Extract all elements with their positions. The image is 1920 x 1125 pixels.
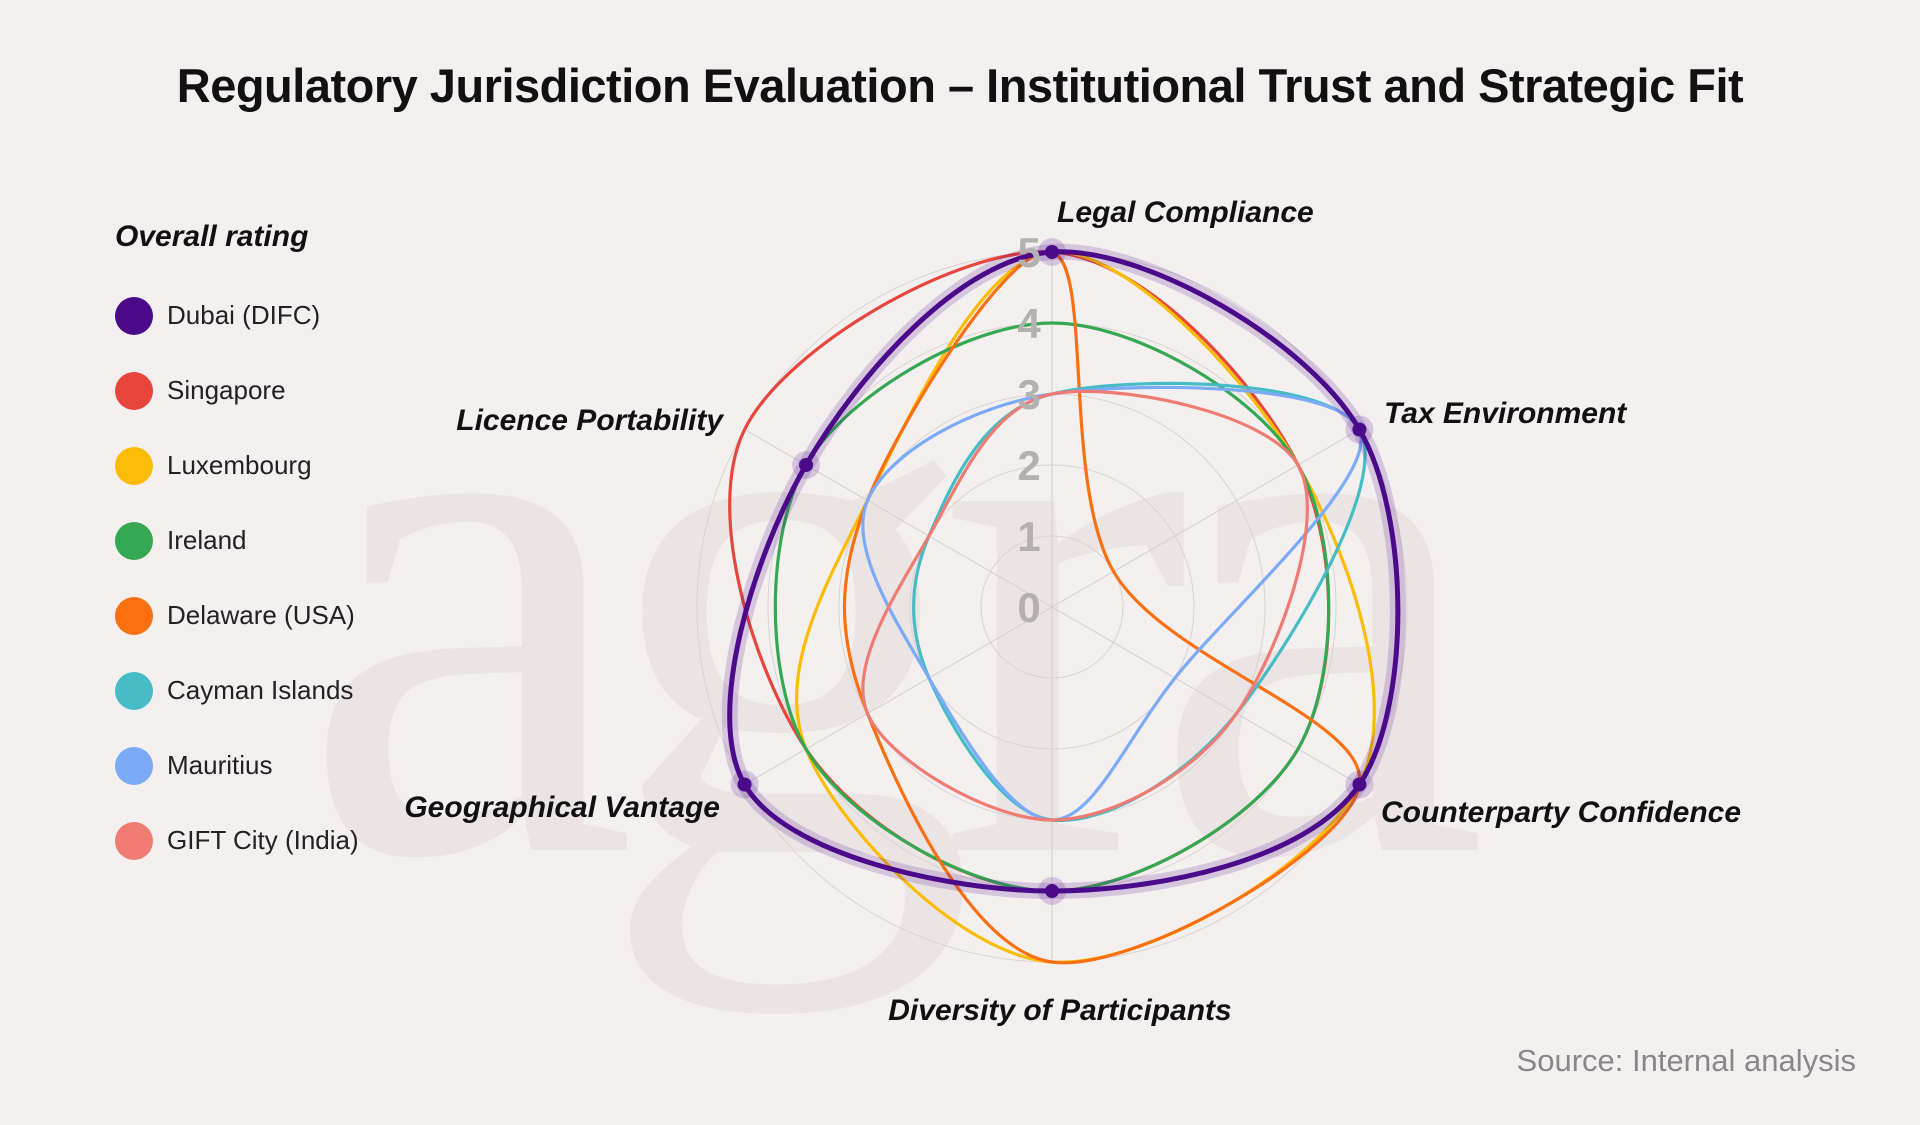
tick-label: 1 bbox=[1017, 513, 1040, 560]
source-note: Source: Internal analysis bbox=[1516, 1043, 1856, 1078]
legend-item: Delaware (USA) bbox=[115, 578, 359, 653]
axis-label: Geographical Vantage bbox=[404, 791, 720, 824]
legend-label: Dubai (DIFC) bbox=[167, 300, 321, 330]
axis-spoke bbox=[744, 429, 1053, 608]
legend-swatch bbox=[115, 746, 153, 785]
legend-swatch bbox=[115, 671, 153, 710]
series-point-dubai-difc bbox=[737, 777, 752, 792]
legend-label: Luxembourg bbox=[167, 450, 312, 480]
legend-swatch bbox=[115, 446, 153, 485]
axis-label: Counterparty Confidence bbox=[1381, 796, 1741, 829]
tick-label: 0 bbox=[1017, 584, 1040, 631]
legend-label: Cayman Islands bbox=[167, 675, 354, 705]
series-point-dubai-difc bbox=[1045, 245, 1059, 259]
axis-spoke bbox=[1051, 606, 1360, 785]
axis-label: Licence Portability bbox=[456, 404, 724, 437]
legend-item: GIFT City (India) bbox=[115, 803, 359, 878]
legend-title: Overall rating bbox=[115, 220, 309, 253]
series-line-singapore bbox=[728, 250, 1331, 893]
series-point-dubai-difc bbox=[799, 458, 814, 472]
legend-item: Dubai (DIFC) bbox=[115, 278, 359, 353]
series-point-dubai-difc bbox=[1045, 884, 1059, 898]
legend-label: Ireland bbox=[167, 525, 247, 555]
legend-label: Mauritius bbox=[167, 750, 273, 780]
legend-swatch bbox=[115, 296, 153, 335]
tick-label: 4 bbox=[1017, 300, 1041, 347]
legend-item: Mauritius bbox=[115, 728, 359, 803]
legend-label: Delaware (USA) bbox=[167, 600, 355, 630]
legend-swatch bbox=[115, 521, 153, 560]
series-line-gift-city-india bbox=[861, 389, 1309, 822]
axis-label: Tax Environment bbox=[1384, 397, 1628, 430]
legend-label: GIFT City (India) bbox=[167, 825, 359, 855]
axis-spoke bbox=[744, 606, 1053, 785]
legend-item: Luxembourg bbox=[115, 428, 359, 503]
legend-label: Singapore bbox=[167, 375, 286, 405]
series-point-dubai-difc bbox=[1352, 777, 1367, 792]
tick-label: 3 bbox=[1017, 371, 1040, 418]
chart-title: Regulatory Jurisdiction Evaluation – Ins… bbox=[176, 59, 1744, 112]
series-point-dubai-difc bbox=[1352, 422, 1367, 437]
axis-spoke bbox=[1051, 429, 1360, 608]
axis-label: Diversity of Participants bbox=[888, 994, 1231, 1027]
legend-item: Singapore bbox=[115, 353, 359, 428]
legend-item: Ireland bbox=[115, 503, 359, 578]
series-line-delaware-usa bbox=[842, 250, 1362, 965]
legend-swatch bbox=[115, 596, 153, 635]
axis-label: Legal Compliance bbox=[1057, 196, 1314, 229]
legend-swatch bbox=[115, 371, 153, 410]
tick-label: 2 bbox=[1017, 442, 1040, 489]
tick-label: 5 bbox=[1017, 229, 1040, 276]
legend-swatch bbox=[115, 821, 153, 860]
legend-item: Cayman Islands bbox=[115, 653, 359, 728]
